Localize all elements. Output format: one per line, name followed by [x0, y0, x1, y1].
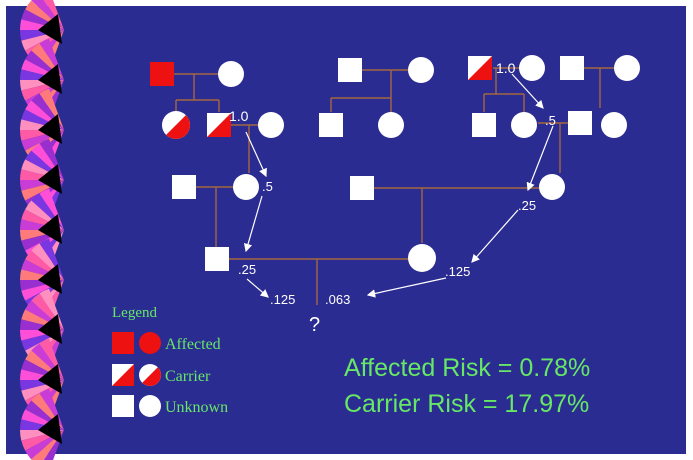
risk-summary: Affected Risk = 0.78% Carrier Risk = 17.…: [344, 354, 590, 418]
legend-unknown-circle-icon: [139, 395, 161, 417]
legend-carrier-circle-icon: [139, 364, 161, 386]
affected-risk-text: Affected Risk = 0.78%: [344, 354, 590, 382]
prob-grandmother: 1.0: [496, 60, 516, 76]
legend-affected-circle-icon: [139, 332, 161, 354]
legend-carrier-square-icon: [112, 364, 134, 386]
mother-circle: [408, 244, 436, 272]
mother-father-square: [350, 176, 374, 200]
fan-border-decoration: [20, 0, 64, 460]
legend: Legend Affected Carrier Unknown: [112, 305, 228, 417]
paternal-grandfather-square: [338, 58, 362, 82]
father-mother-circle: [233, 174, 259, 200]
father-square: [205, 247, 229, 271]
greatuncle-square: [560, 56, 584, 80]
mother-of-mother-circle: [511, 112, 537, 138]
legend-affected-square-icon: [112, 332, 134, 354]
pedigree-symbols: [150, 55, 640, 272]
grandfather-affected-square: [150, 62, 174, 86]
greataunt-circle: [614, 55, 640, 81]
mother-mother-circle: [539, 174, 565, 200]
spouse-square: [568, 111, 592, 135]
unknown-child-mark: ?: [309, 314, 320, 336]
carrier-daughter-circle: [162, 111, 190, 139]
prob-mother-of-mother: .5: [545, 113, 556, 128]
grandmother-spouse-circle: [519, 55, 545, 81]
carrier-risk-text: Carrier Risk = 17.97%: [344, 390, 589, 418]
fan-ornament: [20, 388, 64, 460]
legend-unknown-square-icon: [112, 395, 134, 417]
fan-ornament: [20, 238, 64, 322]
legend-carrier-label: Carrier: [165, 368, 211, 385]
grandmother-circle-1: [218, 61, 244, 87]
legend-title: Legend: [112, 305, 157, 321]
father-father-square: [172, 175, 196, 199]
legend-affected-label: Affected: [165, 336, 221, 353]
probability-arrows: [243, 73, 554, 298]
prob-mother-of-father: .5: [262, 179, 273, 194]
carrier-grandmother-square: [468, 56, 492, 80]
probability-labels: 1.0 .5 .25 .125 .063 ? 1.0 .5 .25 .125: [229, 60, 556, 336]
prob-father: .25: [238, 262, 256, 277]
prob-father-share: .125: [270, 292, 295, 307]
sibling-circle: [601, 112, 627, 138]
uncle-square: [319, 113, 343, 137]
prob-aunt: 1.0: [229, 108, 249, 124]
sibling-square: [472, 113, 496, 137]
carrier-son-square: [207, 113, 231, 137]
legend-unknown-label: Unknown: [165, 399, 228, 416]
prob-mother-share: .125: [445, 264, 470, 279]
prob-combined: .063: [325, 292, 350, 307]
paternal-grandmother-circle: [408, 57, 434, 83]
prob-mother: .25: [518, 198, 536, 213]
aunt-spouse-circle: [258, 112, 284, 138]
aunt-circle: [378, 112, 404, 138]
